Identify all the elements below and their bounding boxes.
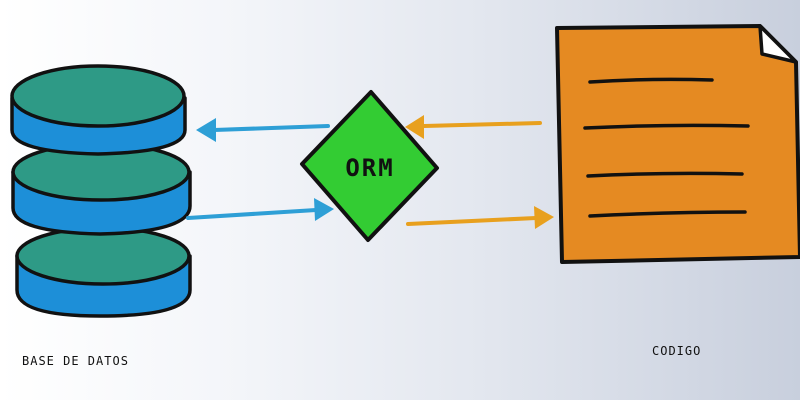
database-disk-bottom: [15, 226, 192, 318]
database-disk-middle: [11, 142, 192, 236]
orm-label: ORM: [345, 154, 394, 182]
orm-node: ORM: [300, 90, 439, 242]
arrow-orm-to-database: [196, 118, 330, 142]
database-icon: [10, 64, 192, 318]
arrow-orm-to-code: [406, 206, 554, 229]
code-label: CODIGO: [652, 344, 702, 358]
arrow-code-to-orm: [405, 115, 542, 139]
arrow-database-to-orm: [186, 198, 334, 221]
document-icon: [555, 24, 800, 264]
database-label: BASE DE DATOS: [22, 354, 129, 368]
document-code-lines: [583, 77, 750, 218]
database-disk-top: [10, 64, 187, 156]
